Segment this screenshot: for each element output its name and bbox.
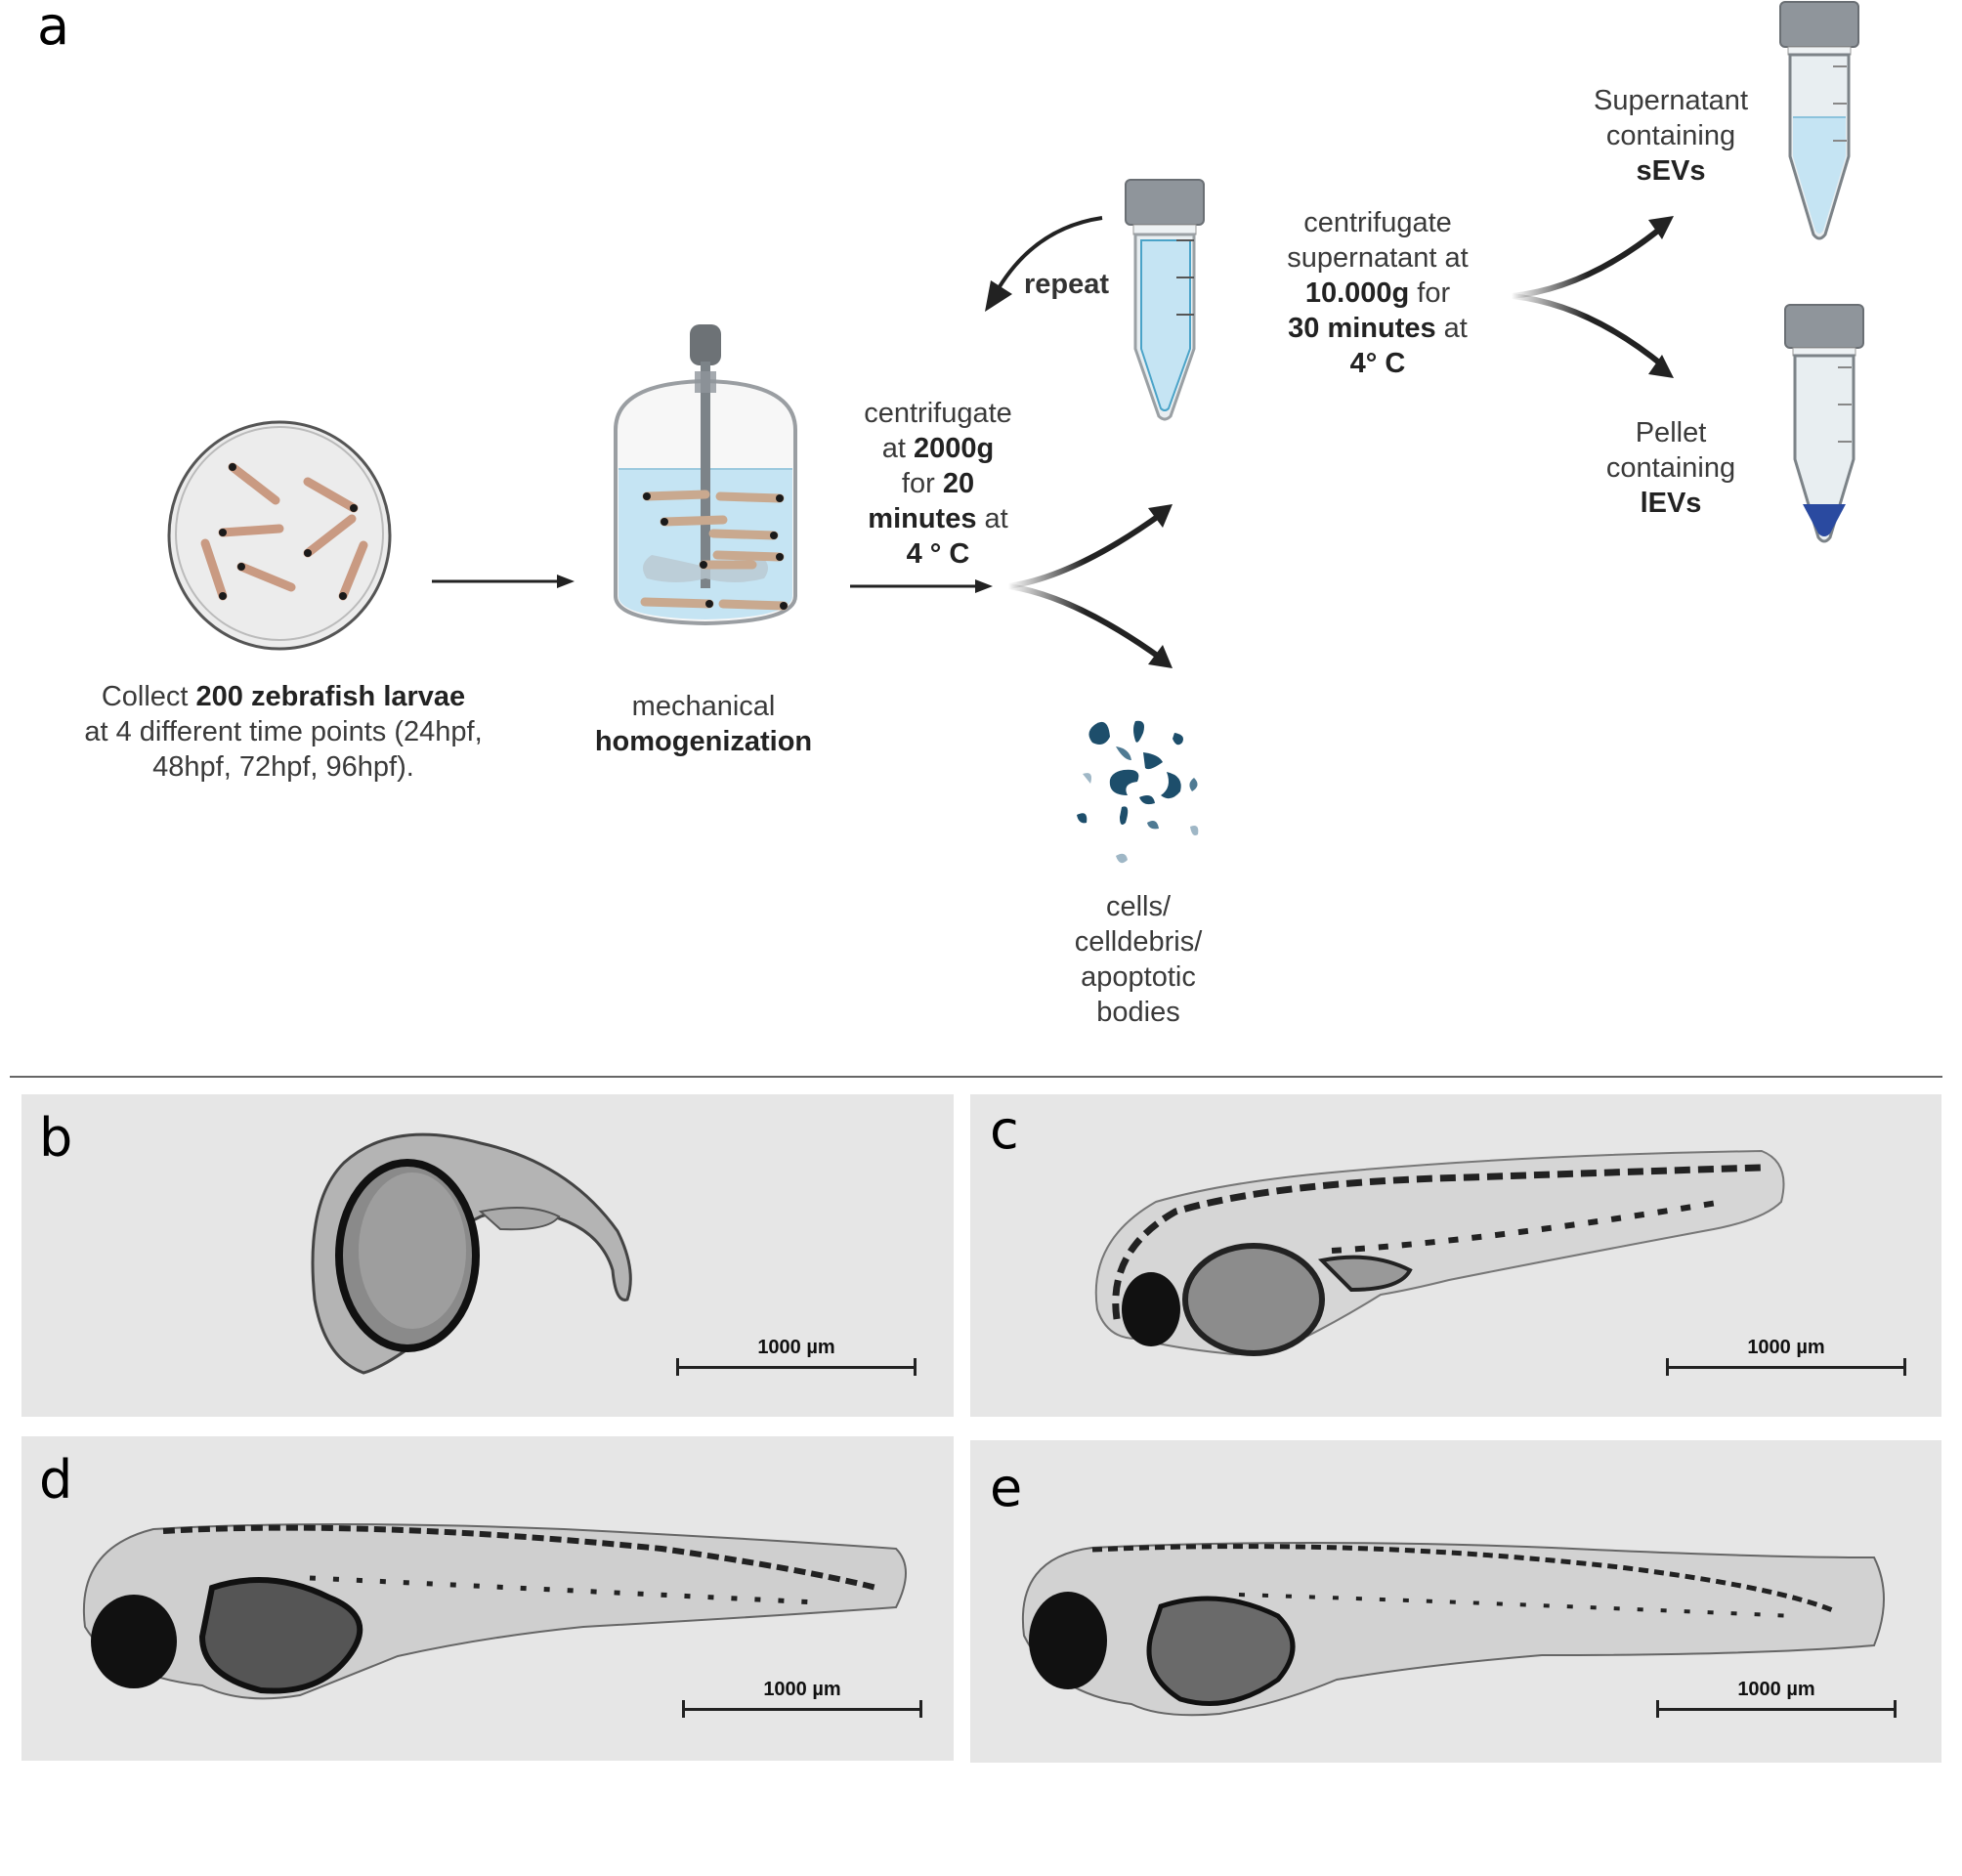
- micrograph-b: b 1000 µm: [21, 1094, 954, 1417]
- debris-text-2: celldebris/: [1074, 926, 1203, 958]
- panel-label-e: e: [990, 1457, 1023, 1518]
- scale-bar-end: [914, 1358, 917, 1376]
- g-force-text-2: 10.000g: [1304, 277, 1410, 309]
- embryo-24hpf-image: [311, 1132, 632, 1375]
- repeat-label: repeat: [1024, 269, 1110, 300]
- micrograph-e: e 1000 µm: [970, 1440, 1941, 1763]
- tube-supernatant-icon: [1125, 179, 1205, 421]
- duration-text-2: 30 minutes: [1288, 313, 1436, 344]
- temperature-text-2: 4° C: [1349, 348, 1406, 379]
- scale-bar-end: [919, 1700, 922, 1718]
- micrograph-c: c 1000 µm: [970, 1094, 1941, 1417]
- larvae-count-text: 200 zebrafish larvae: [195, 681, 466, 712]
- tube-levs-icon: [1784, 304, 1864, 543]
- scale-bar-line: [1666, 1366, 1906, 1369]
- timepoints-text-2: 48hpf, 72hpf, 96hpf).: [152, 751, 414, 783]
- scale-bar-line: [682, 1708, 922, 1711]
- homogenizer-icon: [614, 324, 797, 626]
- split-arrows-icon: [1007, 504, 1173, 668]
- section-divider: [10, 1076, 1942, 1078]
- minutes-text: minutes: [868, 503, 977, 534]
- centrifuge-10000g-label: centrifugate supernatant at 10.000g for …: [1241, 205, 1514, 381]
- tube-sevs-icon: [1779, 1, 1859, 240]
- supernatant-at-text: supernatant at: [1287, 242, 1469, 274]
- g-force-text: 2000g: [914, 433, 995, 464]
- larva-96hpf-image: [1021, 1542, 1885, 1717]
- for-text: for: [901, 468, 943, 499]
- arrow-right-icon: [432, 575, 575, 588]
- scale-bar-c: 1000 µm: [1666, 1337, 1906, 1376]
- scale-bar-end: [1656, 1700, 1659, 1718]
- scale-bar-label: 1000 µm: [757, 1337, 835, 1358]
- containing-text: containing: [1605, 120, 1736, 151]
- temperature-text: 4 ° C: [906, 538, 970, 570]
- mechanical-text: mechanical: [631, 691, 776, 722]
- collect-text: Collect: [101, 681, 196, 712]
- homogenization-text: homogenization: [594, 726, 813, 757]
- scale-bar-b: 1000 µm: [676, 1337, 917, 1376]
- pellet-text: Pellet: [1635, 417, 1707, 448]
- scale-bar-end: [1666, 1358, 1669, 1376]
- scale-bar-label: 1000 µm: [763, 1679, 841, 1700]
- scale-bar-label: 1000 µm: [1737, 1679, 1815, 1700]
- panel-label-a: a: [37, 0, 70, 57]
- arrow-right-icon: [850, 579, 993, 593]
- scale-bar-end: [1894, 1700, 1897, 1718]
- panel-label-b: b: [39, 1107, 73, 1169]
- for-text-2: for: [1409, 277, 1451, 309]
- collect-larvae-label: Collect 200 zebrafish larvae at 4 differ…: [39, 679, 528, 785]
- scale-bar-label: 1000 µm: [1747, 1337, 1825, 1358]
- at-text: at: [881, 433, 914, 464]
- scale-bar-line: [1656, 1708, 1897, 1711]
- panel-label-c: c: [990, 1099, 1019, 1161]
- scale-bar-end: [1903, 1358, 1906, 1376]
- at-text-2: at: [976, 503, 1008, 534]
- petri-dish-icon: [167, 420, 392, 651]
- homogenization-label: mechanical homogenization: [557, 689, 850, 759]
- repeat-arrow-icon: [985, 216, 1103, 312]
- duration-value-text: 20: [942, 468, 975, 499]
- split-arrows-icon: [1511, 216, 1674, 378]
- debris-label: cells/ celldebris/ apoptotic bodies: [1026, 889, 1251, 1030]
- centrifugate-text: centrifugate: [864, 398, 1012, 429]
- debris-text-1: cells/: [1105, 891, 1172, 922]
- scale-bar-end: [676, 1358, 679, 1376]
- cell-debris-icon: [1077, 720, 1199, 864]
- supernatant-label: Supernatant containing sEVs: [1554, 83, 1788, 189]
- micrograph-d: d 1000 µm: [21, 1436, 954, 1761]
- centrifuge-2000g-label: centrifugate at 2000g for 20 minutes at …: [811, 396, 1065, 572]
- scale-bar-d: 1000 µm: [682, 1679, 922, 1718]
- supernatant-text: Supernatant: [1593, 85, 1748, 116]
- containing-text-2: containing: [1605, 452, 1736, 484]
- levs-text: lEVs: [1640, 488, 1702, 519]
- pellet-label: Pellet containing lEVs: [1554, 415, 1788, 521]
- timepoints-text-1: at 4 different time points (24hpf,: [84, 716, 483, 747]
- sevs-text: sEVs: [1636, 155, 1706, 187]
- larva-48hpf-image: [1094, 1149, 1785, 1356]
- scale-bar-end: [682, 1700, 685, 1718]
- larva-72hpf-image: [82, 1523, 907, 1700]
- at-text-3: at: [1435, 313, 1468, 344]
- scale-bar-line: [676, 1366, 917, 1369]
- centrifugate-text-2: centrifugate: [1303, 207, 1452, 238]
- panel-label-d: d: [39, 1449, 73, 1511]
- scale-bar-e: 1000 µm: [1656, 1679, 1897, 1718]
- debris-text-3: apoptotic: [1081, 961, 1196, 993]
- debris-text-4: bodies: [1096, 997, 1180, 1028]
